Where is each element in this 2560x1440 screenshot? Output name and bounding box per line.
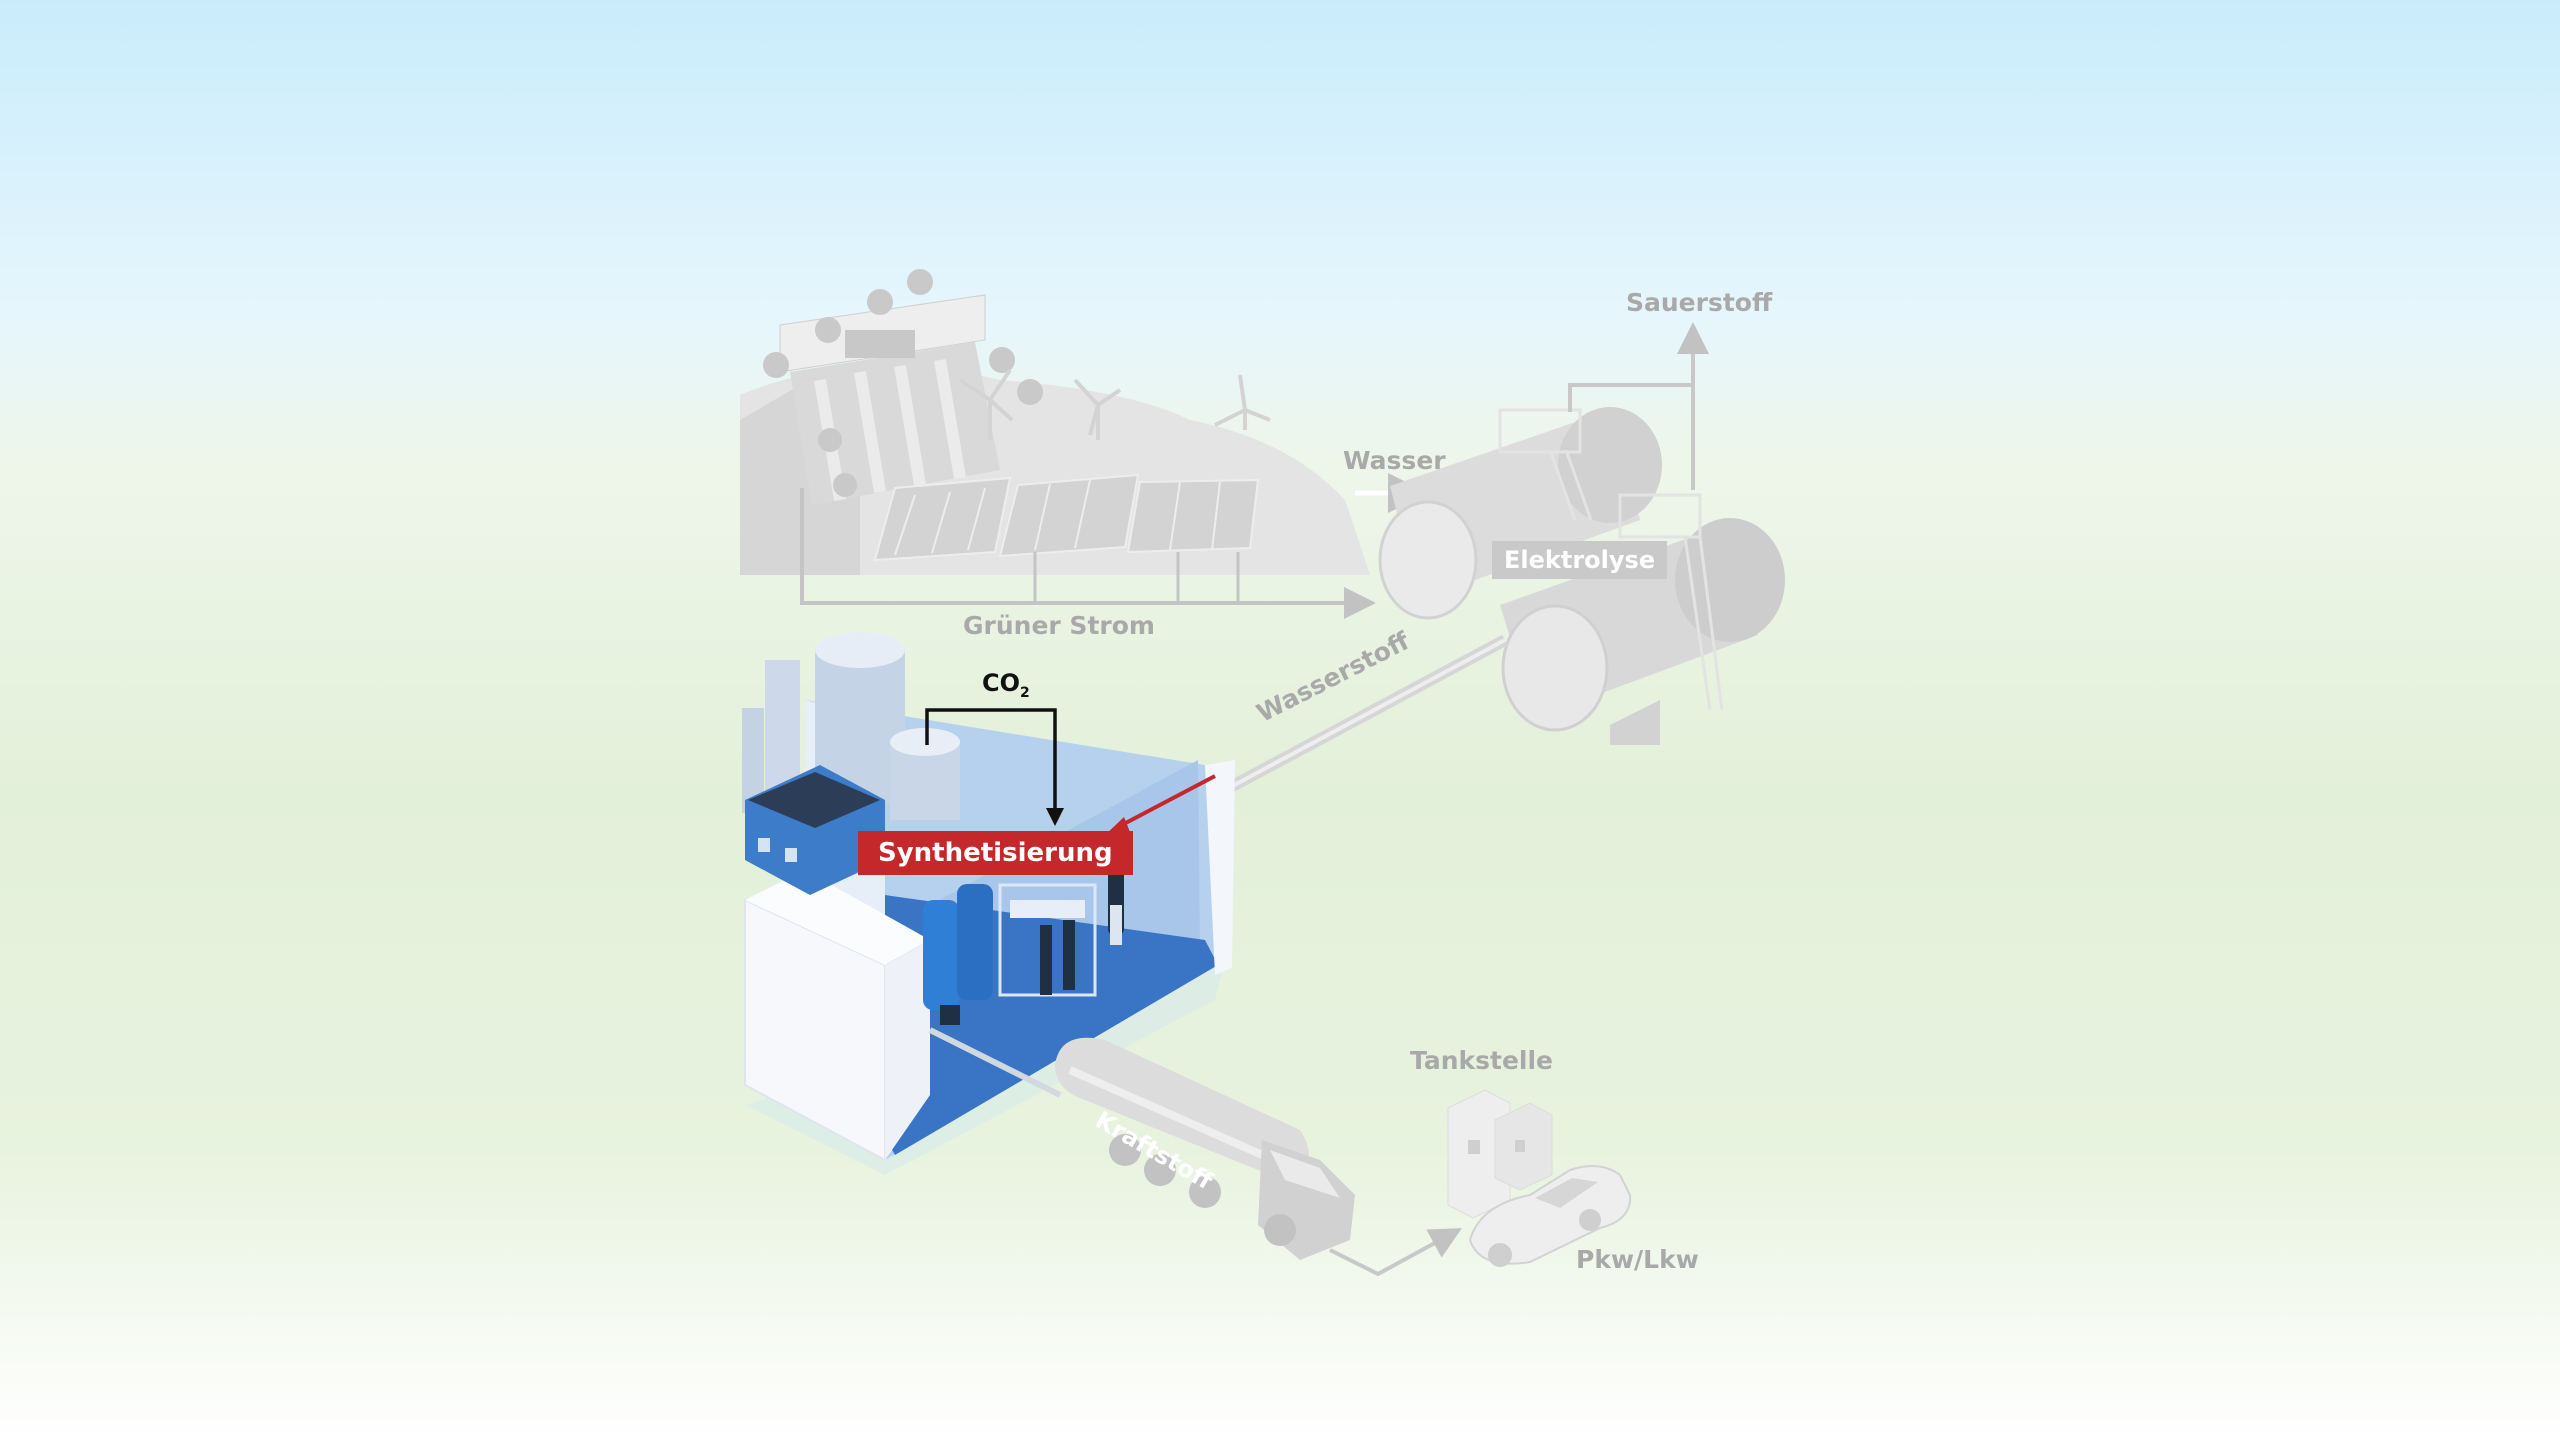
solar-panel-icons xyxy=(873,473,1260,562)
fuel-pipe xyxy=(928,1027,1062,1098)
car-icon xyxy=(1468,1165,1632,1267)
co2-arrow xyxy=(925,708,1057,810)
tankstelle-label: Tankstelle xyxy=(1410,1046,1554,1075)
synthetisierung-label: Synthetisierung xyxy=(858,831,1133,875)
electrolysis-tanks-icon xyxy=(1378,407,1785,745)
pkw-lkw-label: Pkw/Lkw xyxy=(1576,1245,1699,1274)
fuel-station-icon xyxy=(1447,1089,1553,1219)
synthesis-plant xyxy=(742,632,1235,1175)
sauerstoff-label: Sauerstoff xyxy=(1626,288,1773,317)
hydrogen-inflow-arrow xyxy=(1119,774,1216,828)
co2-subscript: 2 xyxy=(1020,684,1030,701)
co2-main: CO xyxy=(982,669,1021,697)
wind-turbine-icons xyxy=(958,368,1271,440)
green-power-landscape xyxy=(740,269,1370,575)
dam-icon xyxy=(779,294,1000,505)
wasser-label: Wasser xyxy=(1343,446,1446,475)
sauerstoff-arrow xyxy=(1568,322,1709,412)
delivery-arrow xyxy=(1329,1228,1463,1277)
tanker-truck-icon xyxy=(1055,1037,1355,1260)
tree-icons xyxy=(763,269,1043,497)
gruener-strom-label: Grüner Strom xyxy=(963,611,1155,640)
co2-label: CO2 xyxy=(982,668,1030,708)
elektrolyse-label: Elektrolyse xyxy=(1492,541,1668,579)
